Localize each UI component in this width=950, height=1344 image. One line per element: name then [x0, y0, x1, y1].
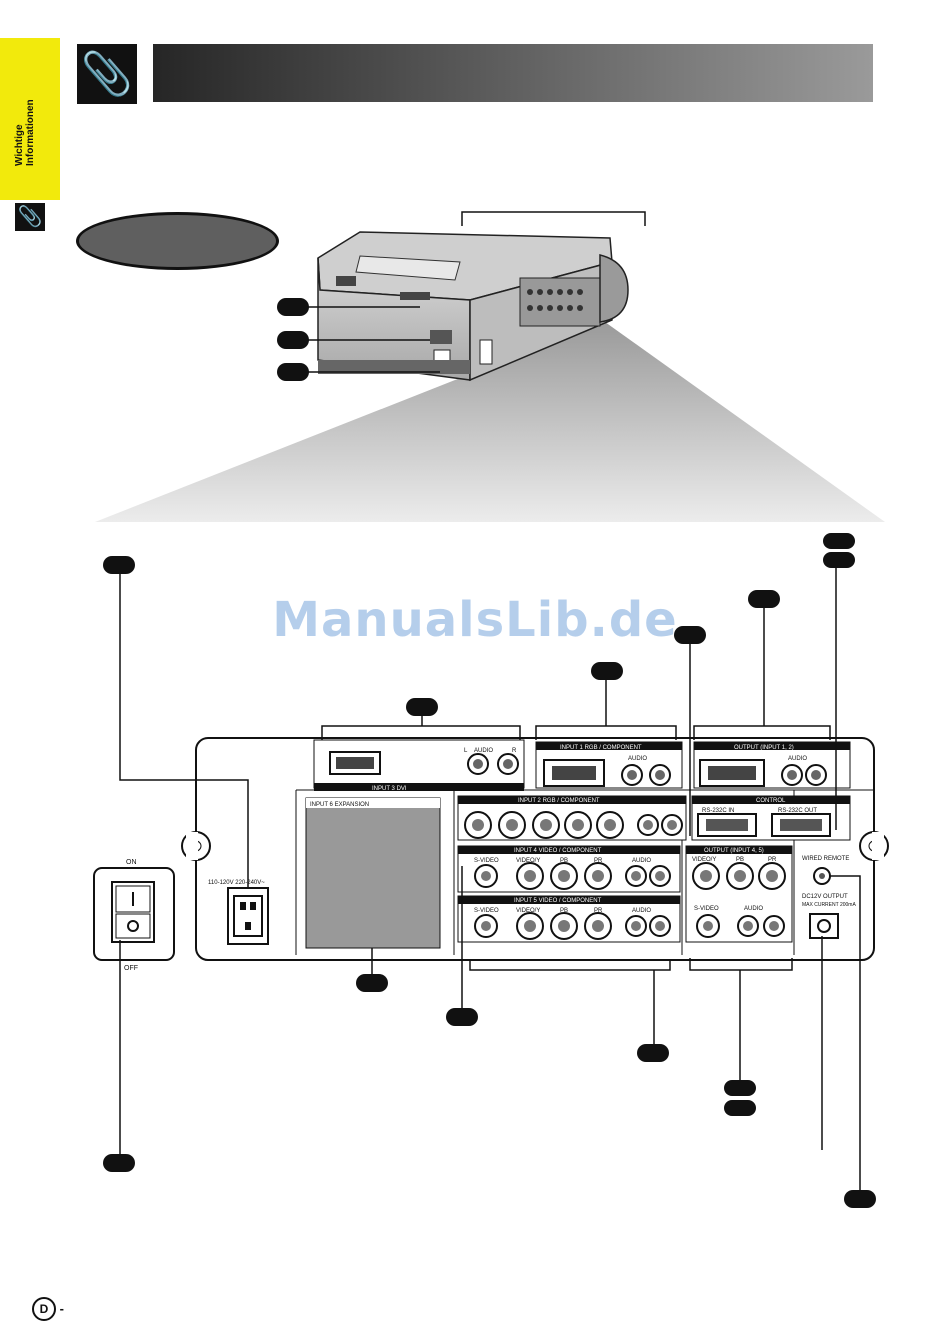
switch-off-label: OFF [124, 965, 138, 972]
input1-label: INPUT 1 RGB / COMPONENT [560, 745, 642, 751]
page-number-suffix: - [59, 1301, 64, 1316]
panel-leaders [119, 566, 861, 1192]
output12-label: OUTPUT (INPUT 1, 2) [734, 745, 794, 751]
input5-videoy-label: VIDEO/Y [516, 908, 540, 914]
input1-audio-label: AUDIO [628, 756, 647, 762]
output45-svideo-label: S-VIDEO [694, 906, 719, 912]
output45-label: OUTPUT (INPUT 4, 5) [704, 848, 764, 854]
input4-audio-label: AUDIO [632, 858, 651, 864]
dvi-audio-label: AUDIO [474, 748, 493, 754]
projector-illustration [317, 231, 629, 382]
input5-audio-label: AUDIO [632, 908, 651, 914]
output45-audio-label: AUDIO [744, 906, 763, 912]
input5-pr-label: PR [594, 908, 603, 914]
zoom-cone [95, 322, 885, 522]
output45-pr-label: PR [768, 857, 777, 863]
paperclip-icon: 📎 [77, 44, 137, 104]
input4-videoy-label: VIDEO/Y [516, 858, 540, 864]
wired-remote-label: WIRED REMOTE [802, 856, 849, 862]
control-label: CONTROL [756, 798, 786, 804]
output12-audio-label: AUDIO [788, 756, 807, 762]
page-footer: D - [32, 1297, 64, 1321]
dc12v-label: DC12V OUTPUT [802, 894, 848, 900]
input5-pb-label: PB [560, 908, 568, 914]
rear-panel [181, 737, 889, 961]
rs232-in-label: RS-232C IN [702, 808, 734, 814]
input4-pr-label: PR [594, 858, 603, 864]
input2-label: INPUT 2 RGB / COMPONENT [518, 798, 600, 804]
language-circle: D [32, 1297, 56, 1321]
power-switch [93, 867, 175, 961]
input5-svideo-label: S-VIDEO [474, 908, 499, 914]
voltage-label: 110-120V 220-240V~ [208, 880, 265, 886]
rs232-out-label: RS-232C OUT [778, 808, 817, 814]
input5-label: INPUT 5 VIDEO / COMPONENT [514, 898, 602, 904]
input4-svideo-label: S-VIDEO [474, 858, 499, 864]
switch-on-label: ON [126, 859, 137, 866]
output45-videoy-label: VIDEO/Y [692, 857, 716, 863]
section-title-bar [153, 44, 873, 102]
panel-callout-badges [103, 533, 876, 1208]
watermark: ManualsLib.de [272, 592, 678, 648]
projector-leaders [308, 211, 646, 373]
dc-max-label: MAX CURRENT 200mA [802, 902, 856, 908]
dvi-audio-r-label: R [512, 748, 517, 754]
input4-label: INPUT 4 VIDEO / COMPONENT [514, 848, 602, 854]
projector-callout-badges [277, 298, 309, 381]
paperclip-icon: 📎 [15, 203, 45, 231]
chapter-side-tab: Wichtige Informationen 📎 [0, 38, 60, 231]
dvi-audio-l-label: L [464, 748, 468, 754]
input4-pb-label: PB [560, 858, 568, 864]
input6-label: INPUT 6 EXPANSION [310, 802, 369, 808]
output45-pb-label: PB [736, 857, 744, 863]
section-label-ellipse [76, 212, 279, 270]
input3-label: INPUT 3 DVI [372, 786, 407, 792]
